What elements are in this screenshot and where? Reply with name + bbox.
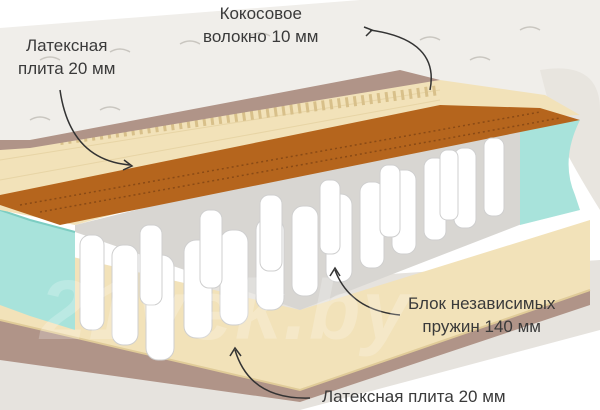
cover-quilting xyxy=(29,26,541,121)
label-latex-bottom-text: Латексная плита 20 мм xyxy=(322,387,506,406)
label-latex-top-line2: плита 20 мм xyxy=(18,59,116,78)
cover-trim xyxy=(0,70,440,150)
spring-block xyxy=(79,137,505,361)
pointer-arrows xyxy=(59,26,432,399)
foam-edge-left xyxy=(0,210,75,330)
label-coconut: Кокосовое волокно 10 мм xyxy=(203,2,319,48)
coconut-layer xyxy=(0,105,580,225)
arrow-coconut xyxy=(369,29,432,91)
arrow-latex-top xyxy=(59,89,131,166)
base-brown xyxy=(0,290,590,402)
label-latex-top: Латексная плита 20 мм xyxy=(18,34,115,80)
label-springs-line2: пружин 140 мм xyxy=(422,317,541,336)
arrow-springs xyxy=(334,269,401,316)
label-coconut-line1: Кокосовое xyxy=(219,4,302,23)
label-springs-line1: Блок независимых xyxy=(408,294,556,313)
label-latex-bottom: Латексная плита 20 мм xyxy=(322,385,506,408)
arrow-latex-bottom xyxy=(234,349,311,399)
label-coconut-line2: волокно 10 мм xyxy=(203,27,319,46)
label-latex-top-line1: Латексная xyxy=(25,36,108,55)
label-springs: Блок независимых пружин 140 мм xyxy=(408,292,555,338)
foam-edge-right xyxy=(520,120,580,225)
